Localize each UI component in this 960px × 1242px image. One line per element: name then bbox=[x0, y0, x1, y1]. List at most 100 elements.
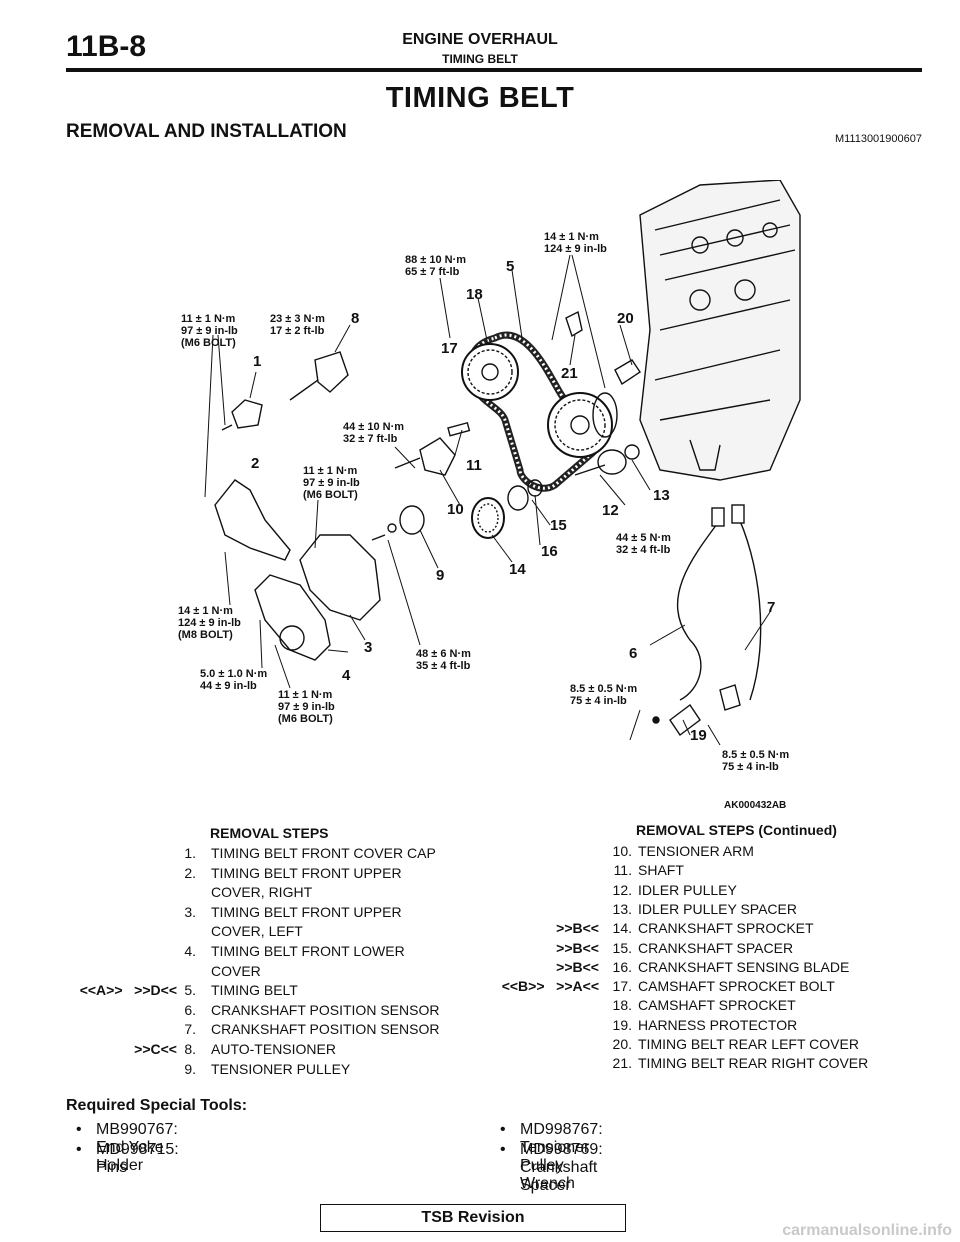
step-number: 5. bbox=[184, 982, 196, 999]
callout-9: 9 bbox=[436, 567, 444, 584]
callout-4: 4 bbox=[342, 667, 351, 684]
step-number: 21. bbox=[612, 1055, 632, 1072]
step-text: CAMSHAFT SPROCKET BOLT bbox=[638, 978, 835, 995]
step-number: 7. bbox=[184, 1021, 196, 1038]
auto-tensioner bbox=[289, 351, 349, 401]
removal-step: >>C<<8.AUTO-TENSIONER bbox=[0, 1040, 960, 1060]
step-text: CRANKSHAFT SENSING BLADE bbox=[638, 958, 850, 975]
removal-step: 3.TIMING BELT FRONT UPPER bbox=[0, 903, 960, 923]
removal-step: <<B>> >>A<<17.CAMSHAFT SPROCKET BOLT bbox=[0, 977, 960, 996]
removal-steps-heading: REMOVAL STEPS bbox=[210, 825, 329, 841]
step-text: TIMING BELT FRONT COVER CAP bbox=[211, 845, 436, 861]
front-upper-cover-left bbox=[299, 534, 381, 621]
callout-2: 2 bbox=[251, 455, 259, 472]
bullet-icon: • bbox=[500, 1121, 506, 1138]
callout-5: 5 bbox=[506, 258, 514, 275]
figure-id: AK000432AB bbox=[724, 800, 786, 811]
leader-lines bbox=[204, 254, 771, 746]
watermark: carmanualsonline.info bbox=[782, 1222, 952, 1239]
removal-step: 1. TIMING BELT FRONT COVER CAP bbox=[0, 844, 960, 864]
step-number: 3. bbox=[184, 903, 196, 920]
callout-16: 16 bbox=[541, 543, 558, 560]
front-upper-cover-right bbox=[214, 479, 291, 561]
removal-step: 19. HARNESS PROTECTOR bbox=[0, 1016, 960, 1035]
callout-11: 11 bbox=[466, 457, 482, 474]
special-tool-text: MD998767: Tensioner Pulley Wrench bbox=[520, 1121, 603, 1192]
page-title: TIMING BELT bbox=[385, 82, 575, 114]
step-number: 20. bbox=[612, 1036, 632, 1052]
step-text: HARNESS PROTECTOR bbox=[638, 1016, 798, 1033]
step-number: 1. bbox=[184, 845, 196, 861]
step-number: 12. bbox=[612, 881, 632, 898]
rear-covers bbox=[565, 310, 641, 386]
step-text: AUTO-TENSIONER bbox=[211, 1041, 336, 1057]
header-rule bbox=[66, 68, 922, 72]
removal-step: 6.CRANKSHAFT POSITION SENSOR bbox=[0, 1001, 960, 1021]
removal-step: 12. IDLER PULLEY bbox=[0, 881, 960, 900]
bullet-icon: • bbox=[76, 1141, 82, 1158]
step-number: 2. bbox=[184, 864, 196, 881]
removal-step: 2.TIMING BELT FRONT UPPER bbox=[0, 864, 960, 884]
removal-step: 11. SHAFT bbox=[0, 861, 960, 880]
step-text: TIMING BELT REAR RIGHT COVER bbox=[638, 1055, 869, 1072]
step-text: TIMING BELT bbox=[211, 982, 298, 999]
removal-step: 21. TIMING BELT REAR RIGHT COVER bbox=[0, 1054, 960, 1073]
removal-step: 7.CRANKSHAFT POSITION SENSOR bbox=[0, 1020, 960, 1040]
callout-21: 21 bbox=[561, 365, 578, 382]
bullet-icon: • bbox=[500, 1141, 506, 1158]
step-text: IDLER PULLEY bbox=[638, 881, 737, 898]
callout-12: 12 bbox=[602, 502, 619, 519]
callout-10: 10 bbox=[447, 501, 464, 518]
engine-block bbox=[639, 180, 801, 481]
step-number: 18. bbox=[612, 997, 632, 1014]
special-tool-text: MD998769: Crankshaft Spacer bbox=[520, 1141, 603, 1194]
removal-step: COVER, RIGHT bbox=[0, 883, 960, 903]
step-text: SHAFT bbox=[638, 862, 684, 879]
removal-step: 4.TIMING BELT FRONT LOWER bbox=[0, 942, 960, 962]
front-lower-cover bbox=[254, 574, 331, 661]
step-number: 8. bbox=[184, 1041, 196, 1057]
step-number: 14. bbox=[612, 920, 632, 937]
removal-step: 10.TENSIONER ARM bbox=[0, 842, 960, 861]
step-reference: >>B<< bbox=[556, 920, 599, 937]
removal-step: 20. TIMING BELT REAR LEFT COVER bbox=[0, 1035, 960, 1054]
tsb-revision-label: TSB Revision bbox=[421, 1209, 525, 1226]
step-text: CRANKSHAFT SPROCKET bbox=[638, 920, 814, 937]
step-text: COVER, LEFT bbox=[211, 923, 303, 940]
chapter-subtitle: TIMING BELT bbox=[442, 52, 518, 66]
callout-17: 17 bbox=[441, 340, 458, 357]
tsb-revision-box bbox=[320, 1204, 626, 1232]
callout-18: 18 bbox=[466, 286, 483, 303]
step-reference: <<B>> >>A<< bbox=[501, 978, 599, 995]
timing-belt-exploded-diagram: 11 ± 1 N·m97 ± 9 in-lb(M6 BOLT) 23 ± 3 N… bbox=[178, 180, 801, 811]
bullet-icon: • bbox=[76, 1121, 82, 1138]
step-number: 11. bbox=[613, 862, 632, 879]
page-number: 11B-8 bbox=[66, 30, 147, 63]
callout-13: 13 bbox=[653, 487, 670, 504]
step-reference: >>B<< bbox=[556, 958, 599, 975]
crankshaft-sprocket bbox=[471, 479, 543, 539]
step-reference: >>B<< bbox=[556, 939, 599, 956]
step-text: CRANKSHAFT SPACER bbox=[638, 939, 794, 956]
callout-20: 20 bbox=[617, 310, 634, 327]
camshaft-sprocket-right bbox=[547, 392, 618, 458]
part-number-callouts: 1 2 3 4 5 6 7 8 9 10 11 12 13 14 15 16 1… bbox=[251, 258, 775, 744]
tensioner-arm bbox=[394, 421, 471, 476]
removal-steps-continued-heading: REMOVAL STEPS (Continued) bbox=[636, 822, 837, 838]
step-number: 15. bbox=[612, 939, 632, 956]
step-text: COVER, RIGHT bbox=[211, 884, 313, 901]
removal-step: COVER bbox=[0, 962, 960, 982]
step-text: TIMING BELT REAR LEFT COVER bbox=[638, 1036, 859, 1052]
step-number: 19. bbox=[612, 1016, 632, 1033]
callout-8: 8 bbox=[351, 310, 359, 327]
